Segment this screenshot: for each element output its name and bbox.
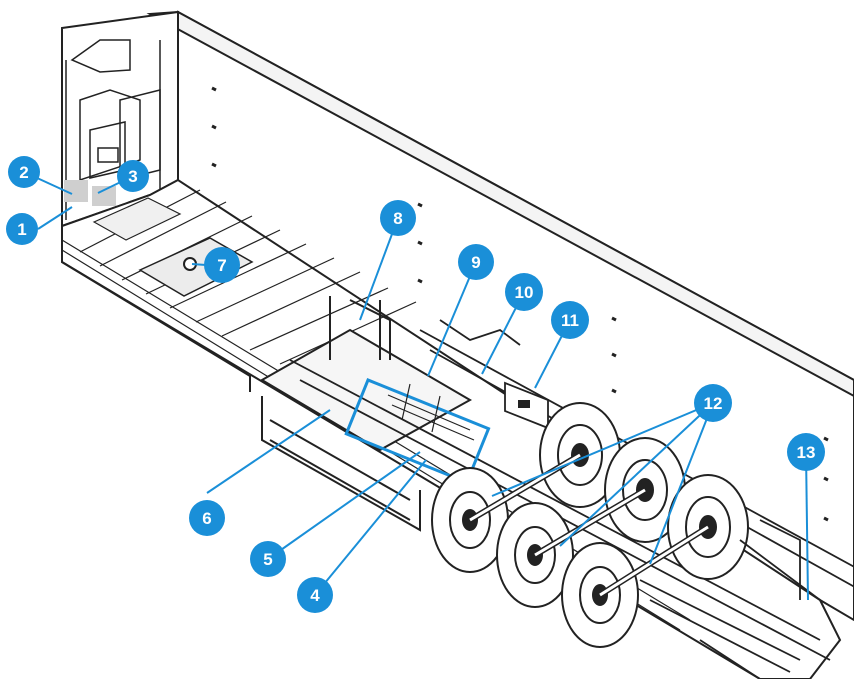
landing-gear-frame (260, 296, 473, 532)
callout-6-label: 6 (202, 509, 211, 528)
leader-lines (23, 171, 809, 601)
callout-5: 5 (250, 541, 286, 577)
callout-9: 9 (458, 244, 494, 280)
callout-9-label: 9 (471, 253, 480, 272)
callout-7-label: 7 (217, 256, 226, 275)
side-wall-rivets (211, 86, 829, 522)
callout-10-label: 10 (515, 283, 534, 302)
callout-8-label: 8 (393, 209, 402, 228)
callout-6: 6 (189, 500, 225, 536)
callout-2: 2 (8, 156, 40, 188)
callout-11-label: 11 (561, 311, 579, 330)
callout-4: 4 (297, 577, 333, 613)
highlight-box-9 (344, 378, 491, 485)
trailer-body (61, 10, 854, 622)
callout-3: 3 (117, 160, 149, 192)
callout-1: 1 (6, 213, 38, 245)
callout-12: 12 (694, 384, 732, 422)
callout-8: 8 (380, 200, 416, 236)
callout-12-label: 12 (704, 394, 723, 413)
callout-1-label: 1 (17, 220, 26, 239)
callout-11: 11 (551, 301, 589, 339)
callout-13: 13 (787, 433, 825, 471)
callout-2-label: 2 (19, 163, 28, 182)
callout-10: 10 (505, 273, 543, 311)
callout-7: 7 (204, 247, 240, 283)
highlight-box-contents (387, 383, 475, 441)
callout-5-label: 5 (263, 550, 272, 569)
wheels (431, 402, 749, 648)
callout-3-label: 3 (128, 167, 137, 186)
callout-13-label: 13 (797, 443, 816, 462)
callout-4-label: 4 (310, 586, 320, 605)
placard-3 (92, 186, 116, 206)
placard-2 (64, 180, 88, 202)
rear-frame (639, 519, 821, 679)
